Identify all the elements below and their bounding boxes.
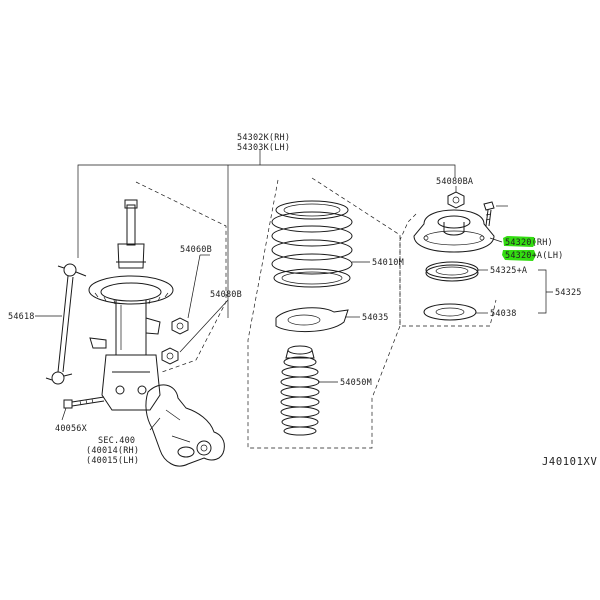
- label-knuckle-rh: (40014(RH): [86, 446, 139, 456]
- spring-seat: [275, 307, 349, 333]
- label-strut-lh: 54303K(LH): [237, 143, 290, 153]
- label-bearing-group: 54325: [555, 288, 582, 298]
- label-bolt-40056x: 40056X: [55, 424, 88, 434]
- label-bound-bumper: 54050M: [340, 378, 372, 388]
- steering-knuckle: [145, 384, 225, 467]
- label-bearing: 54325+A: [490, 266, 527, 276]
- label-spring-seat: 54035: [362, 313, 389, 323]
- label-strut-rh: 54302K(RH): [237, 133, 290, 143]
- highlight-mark: [502, 236, 536, 261]
- bolt-54080a: [483, 201, 495, 227]
- nut-54080b: [161, 347, 179, 365]
- bolt-40056x: [63, 396, 105, 409]
- bound-bumper: [280, 345, 320, 436]
- strut-assembly: [88, 199, 174, 411]
- coil-spring: [271, 200, 353, 288]
- label-sec-ref: SEC.400: [98, 436, 135, 446]
- mount-bearing: [425, 261, 479, 282]
- highlight-mark-top: [503, 236, 536, 247]
- label-knuckle-lh: (40015(LH): [86, 456, 139, 466]
- label-nut-54060b: 54060B: [180, 245, 212, 255]
- nut-54060b: [171, 317, 189, 335]
- label-spring: 54010M: [372, 258, 404, 268]
- bearing-group-bracket: [538, 269, 553, 314]
- spring-group-outline: [247, 177, 401, 449]
- highlight-mark-bottom: [502, 250, 536, 261]
- label-mount-lh: 54320+A(LH): [505, 251, 564, 261]
- mount-group-outline: [399, 213, 497, 327]
- strut-mount: [413, 209, 495, 253]
- label-stabilizer-link: 54618: [8, 312, 35, 322]
- label-washer: 54038: [490, 309, 517, 319]
- reference-code: J40101XV: [542, 456, 597, 468]
- washer: [423, 303, 477, 321]
- nut-54080ba: [447, 191, 465, 209]
- label-nut-54080b: 54080B: [210, 290, 242, 300]
- label-mount-rh: 54320(RH): [505, 238, 553, 248]
- label-nut-54080ba: 54080BA: [436, 177, 473, 187]
- strut-assembly-bracket: [77, 150, 456, 318]
- stabilizer-link: [45, 263, 87, 385]
